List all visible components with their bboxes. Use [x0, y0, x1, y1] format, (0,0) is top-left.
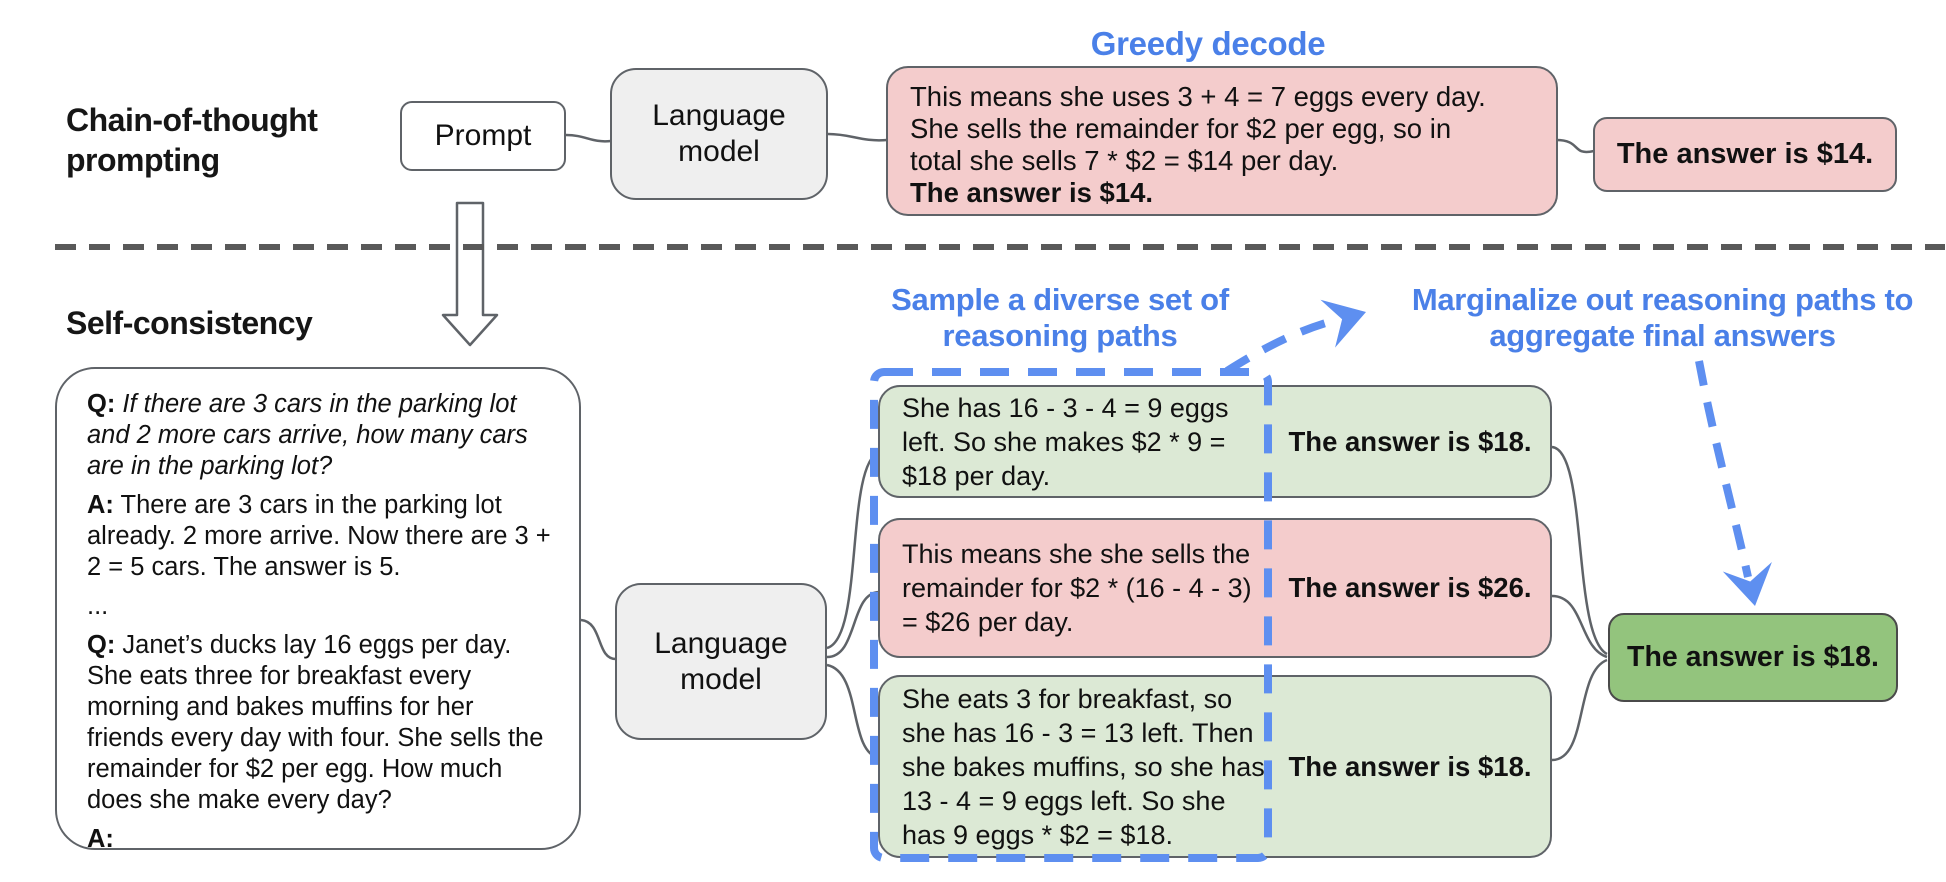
prompt-ellipsis: ... [87, 592, 109, 620]
arrowhead-marginalize [1320, 299, 1366, 348]
reasoning-text-2: This means she she sells the remainder f… [902, 539, 1252, 637]
connector-lm-path1 [826, 450, 880, 650]
cot-output-body: This means she uses 3 + 4 = 7 eggs every… [910, 81, 1486, 176]
sc-section-label: Self-consistency [66, 305, 313, 341]
reasoning-text-3: She eats 3 for breakfast, so she has 16 … [902, 683, 1265, 850]
prompt-box: Prompt [400, 101, 566, 171]
prompt-a1: A: There are 3 cars in the parking lot a… [87, 490, 555, 583]
greedy-decode-label: Greedy decode [1090, 25, 1326, 62]
q2-text: Janet’s ducks lay 16 eggs per day. She e… [87, 631, 544, 814]
connector-path3-final [1551, 658, 1608, 762]
connector-lm-path3 [826, 663, 880, 760]
reasoning-path-row-2: This means she she sells the remainder f… [878, 518, 1552, 658]
marginalize-label: Marginalize out reasoning paths to aggre… [1411, 282, 1914, 353]
prompt-q2: Q: Janet’s ducks lay 16 eggs per day. Sh… [87, 630, 555, 816]
sample-paths-label: Sample a diverse set of reasoning paths [891, 282, 1229, 353]
prompt-box-label: Prompt [434, 119, 532, 152]
language-model-box-top: Language model [610, 68, 828, 200]
connector-path1-final [1551, 445, 1608, 656]
language-model-label-bottom: Language model [654, 626, 788, 696]
reasoning-path-row-3: She eats 3 for breakfast, so she has 16 … [878, 675, 1552, 858]
cot-output-answer: The answer is $14. [910, 177, 1154, 208]
connector-lm-output [827, 132, 888, 142]
connector-path2-final [1551, 594, 1608, 659]
dashed-arrow-to-final-answer [1695, 360, 1752, 578]
reasoning-path-row-1: She has 16 - 3 - 4 = 9 eggs left. So she… [878, 385, 1552, 498]
final-answer-text: The answer is $18. [1627, 641, 1879, 673]
arrowhead-final-answer [1722, 561, 1772, 606]
cot-section-label: Chain-of-thought prompting [66, 102, 318, 178]
few-shot-prompt-box: Q: If there are 3 cars in the parking lo… [55, 367, 581, 850]
connector-qa-lm [580, 618, 617, 661]
prompt-q1: Q: If there are 3 cars in the parking lo… [87, 389, 555, 482]
connector-prompt-lm [565, 133, 612, 143]
down-arrow [441, 201, 499, 347]
cot-output-box: This means she uses 3 + 4 = 7 eggs every… [886, 66, 1558, 216]
language-model-label-top: Language model [652, 99, 786, 168]
path-answer-1: The answer is $18. [1288, 425, 1532, 457]
a1-label: A: [87, 491, 114, 519]
cot-answer-text: The answer is $14. [1616, 138, 1874, 170]
q2-label: Q: [87, 631, 116, 659]
final-answer-box: The answer is $18. [1608, 613, 1898, 702]
cot-answer-box: The answer is $14. [1593, 117, 1897, 192]
connector-lm-path2 [826, 590, 880, 659]
language-model-box-bottom: Language model [615, 583, 827, 740]
q1-text: If there are 3 cars in the parking lot a… [87, 390, 528, 480]
a1-text: There are 3 cars in the parking lot alre… [87, 491, 551, 581]
path-answer-3: The answer is $18. [1288, 750, 1532, 782]
path-answer-2: The answer is $26. [1288, 572, 1532, 603]
reasoning-text-1: She has 16 - 3 - 4 = 9 eggs left. So she… [902, 392, 1229, 491]
connector-output-answer [1555, 138, 1595, 154]
a2-label: A: [87, 825, 114, 850]
q1-label: Q: [87, 390, 116, 418]
prompt-a2: A: [87, 824, 555, 850]
